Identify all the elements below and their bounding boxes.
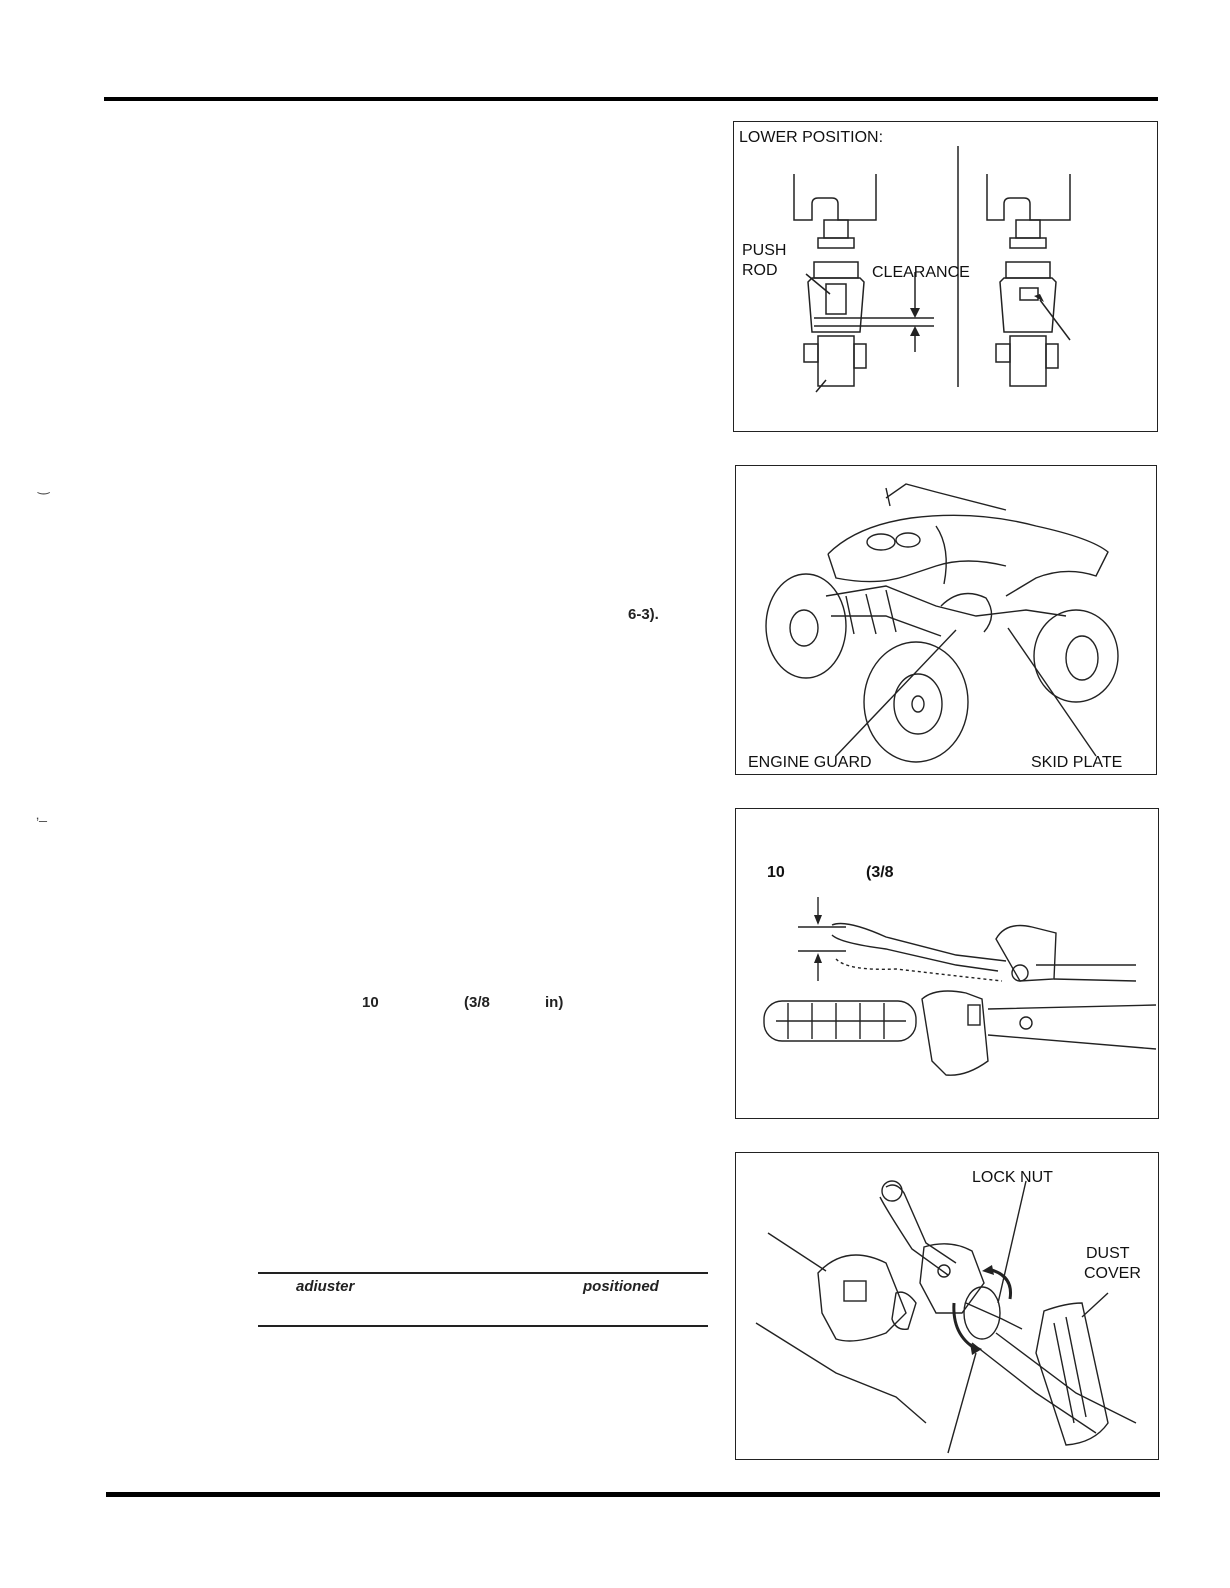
figure-lever-freeplay: 10 (3/8 [735,808,1159,1119]
freeplay-inch-label: (3/8 [866,864,894,881]
margin-mark: ‿ [38,478,50,494]
note-bottom-rule [258,1325,708,1327]
note-word-adjuster: adiuster [296,1278,355,1295]
freeplay-inch: (3/8 [464,994,490,1011]
figure-push-rod-clearance: LOWER POSITION: PUSH ROD CLEARANCE [733,121,1158,432]
push-rod-label-line1: PUSH [742,242,787,259]
margin-mark: ‚_ [36,806,47,822]
page-reference: 6-3). [628,606,659,623]
header-rule [104,97,1158,101]
note-top-rule [258,1272,708,1274]
figure-title: LOWER POSITION: [739,129,884,146]
figure-lock-nut-adjuster: LOCK NUT DUST COVER [735,1152,1159,1460]
footer-rule [106,1492,1160,1497]
engine-guard-label: ENGINE GUARD [748,754,872,771]
push-rod-drawing [793,146,1071,393]
lever-handlebar-drawing [763,897,1157,1076]
dust-cover-label-line1: DUST [1086,1245,1130,1262]
adjuster-drawing [755,1180,1137,1454]
freeplay-value: 10 [362,994,379,1011]
push-rod-label-line2: ROD [742,262,778,279]
figure-atv-engine-guard: ENGINE GUARD SKID PLATE [735,465,1157,775]
atv-drawing [765,483,1119,763]
clearance-label: CLEARANCE [872,264,970,281]
lock-nut-label: LOCK NUT [972,1169,1053,1186]
dust-cover-label-line2: COVER [1084,1265,1141,1282]
freeplay-value-label: 10 [767,864,785,881]
freeplay-unit: in) [545,994,564,1011]
skid-plate-label: SKID PLATE [1031,754,1123,771]
note-word-positioned: positioned [583,1278,659,1295]
